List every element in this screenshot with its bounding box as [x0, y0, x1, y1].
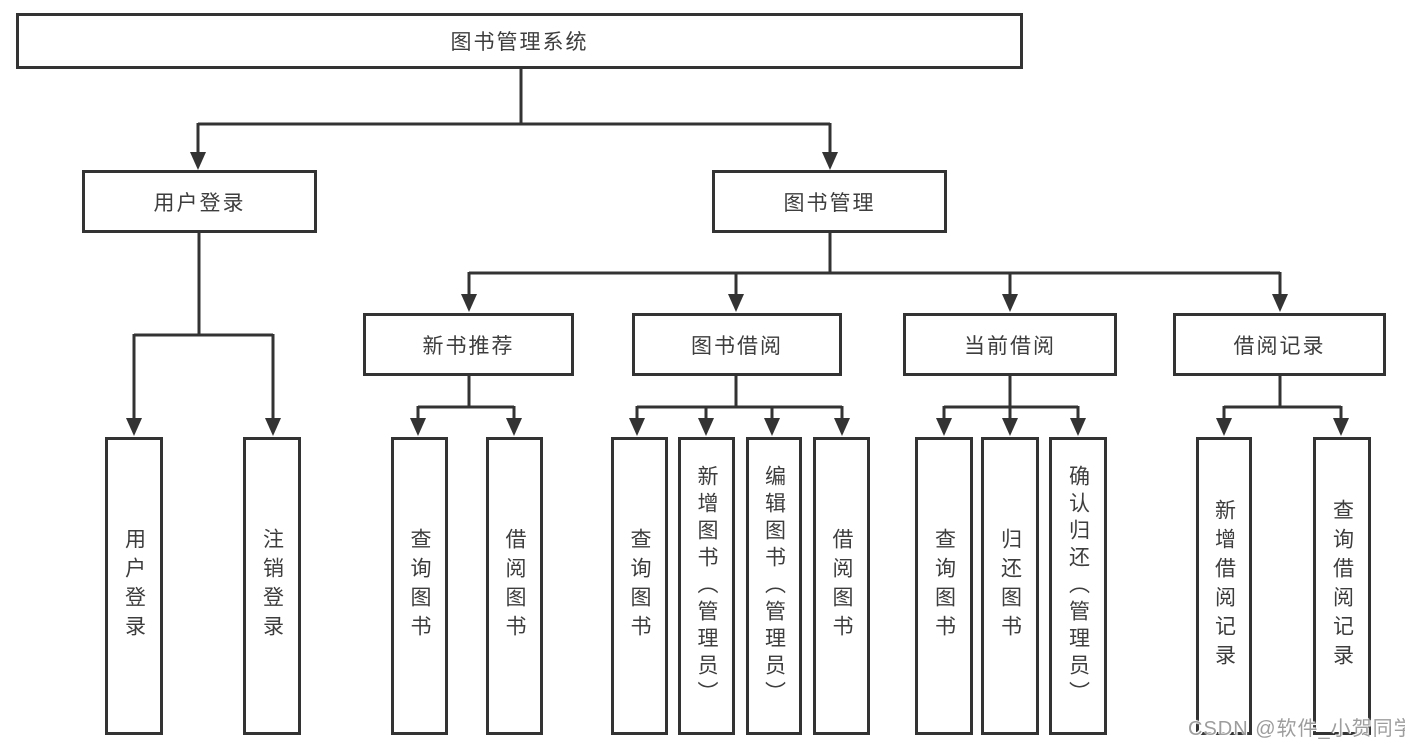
leaf-query-borrow-record: 查询借阅记录 — [1313, 437, 1371, 735]
leaf-label: 用户登录 — [122, 528, 146, 644]
leaf-add-books-admin: 新增图书（管理员） — [678, 437, 735, 735]
leaf-label: 查询图书 — [408, 528, 431, 644]
csdn-watermark: CSDN @软件_小贺同学 — [1188, 718, 1405, 740]
leaf-logout: 注销登录 — [243, 437, 301, 735]
leaf-edit-books-admin: 编辑图书（管理员） — [746, 437, 802, 735]
node-current-borrow: 当前借阅 — [903, 313, 1117, 376]
node-book-borrow: 图书借阅 — [632, 313, 842, 376]
leaf-label: 查询图书 — [628, 528, 651, 644]
leaf-query-books-current: 查询图书 — [915, 437, 973, 735]
leaf-query-books-borrow: 查询图书 — [611, 437, 668, 735]
leaf-borrow-books: 借阅图书 — [813, 437, 870, 735]
leaf-label: 注销登录 — [260, 528, 284, 644]
node-borrow-records: 借阅记录 — [1173, 313, 1386, 376]
leaf-label: 编辑图书（管理员） — [762, 464, 786, 708]
node-book-management: 图书管理 — [712, 170, 947, 233]
leaf-label: 查询图书 — [932, 528, 956, 644]
leaf-label: 新增借阅记录 — [1212, 499, 1236, 673]
node-user-login: 用户登录 — [82, 170, 317, 233]
leaf-label: 借阅图书 — [503, 528, 526, 644]
leaf-query-books-recommend: 查询图书 — [391, 437, 448, 735]
leaf-label: 新增图书（管理员） — [695, 464, 718, 708]
leaf-add-borrow-record: 新增借阅记录 — [1196, 437, 1252, 735]
leaf-return-books: 归还图书 — [981, 437, 1039, 735]
leaf-label: 查询借阅记录 — [1330, 499, 1354, 673]
leaf-confirm-return-admin: 确认归还（管理员） — [1049, 437, 1107, 735]
leaf-label: 归还图书 — [998, 528, 1022, 644]
leaf-label: 确认归还（管理员） — [1066, 464, 1090, 708]
node-root-library-management-system: 图书管理系统 — [16, 13, 1023, 69]
leaf-borrow-books-recommend: 借阅图书 — [486, 437, 543, 735]
leaf-label: 借阅图书 — [830, 528, 853, 644]
leaf-user-login: 用户登录 — [105, 437, 163, 735]
node-new-book-recommend: 新书推荐 — [363, 313, 574, 376]
